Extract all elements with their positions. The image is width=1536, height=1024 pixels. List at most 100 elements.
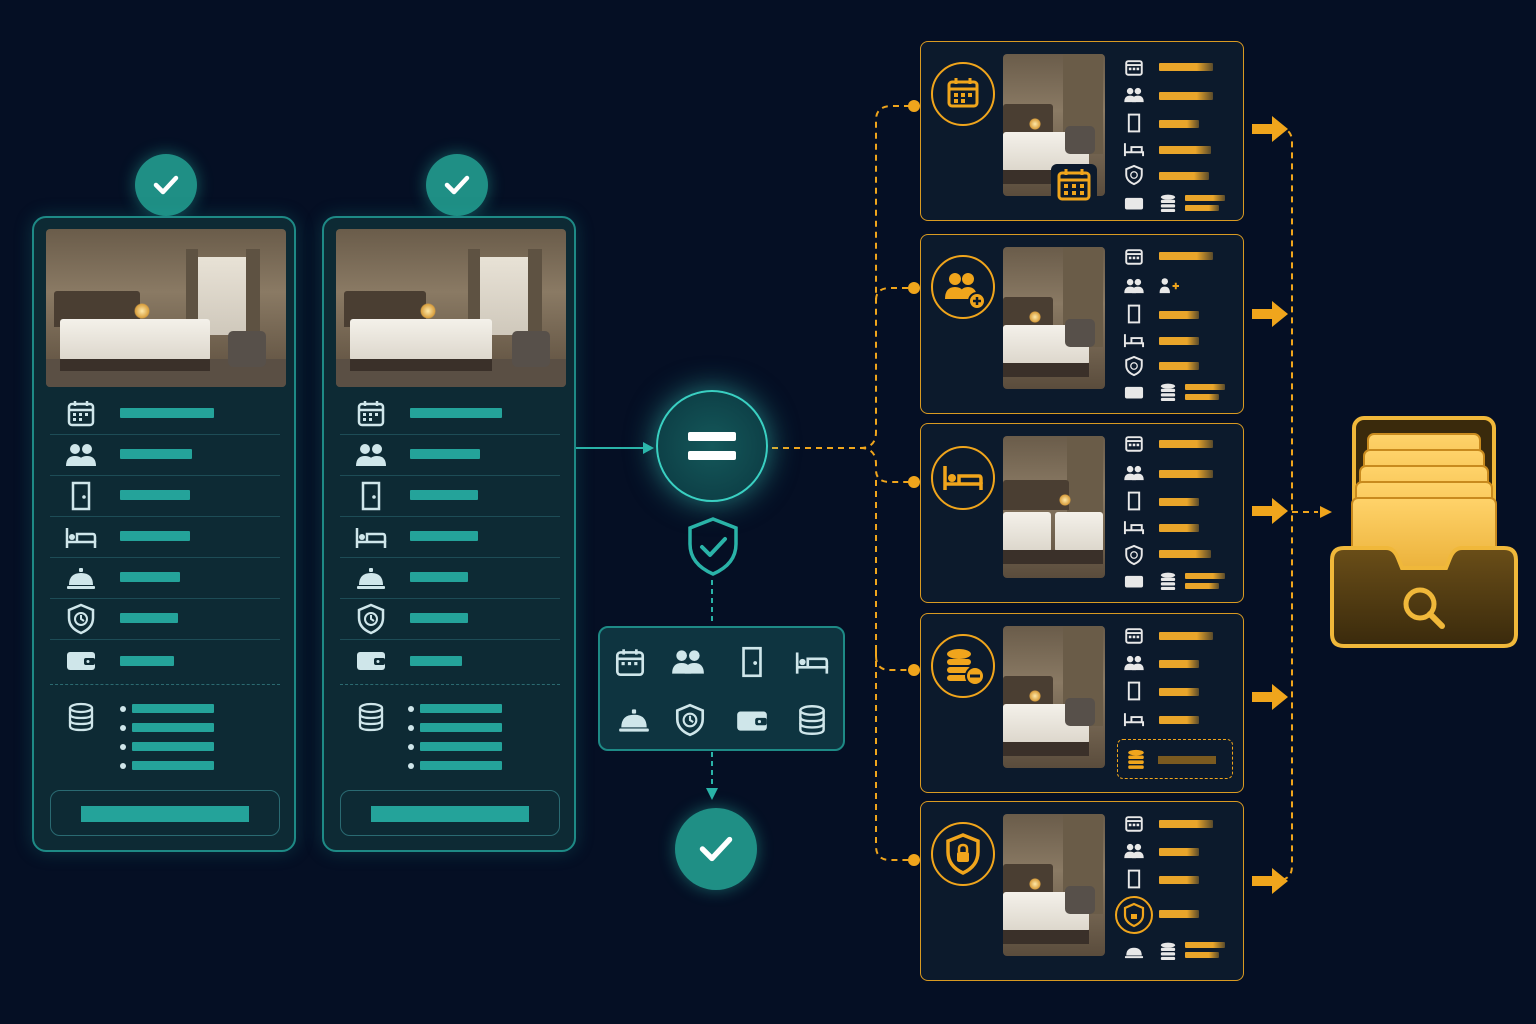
variant-badge — [931, 446, 995, 510]
calendar-icon — [67, 401, 95, 427]
calendar-icon — [1125, 436, 1143, 452]
arrow-right-icon — [1252, 116, 1288, 142]
check-icon — [699, 836, 733, 862]
shield-check-icon — [688, 517, 738, 576]
variant-badge — [931, 634, 995, 698]
equals-icon — [688, 432, 736, 460]
guests-placeholder — [120, 449, 192, 459]
archive-search-icon[interactable] — [1328, 412, 1520, 650]
meal-plan-placeholder — [120, 572, 180, 582]
shield-lock-icon — [1123, 902, 1145, 928]
wallet-icon — [1124, 197, 1144, 210]
shield-clock-icon — [1125, 355, 1143, 377]
bed-icon — [1123, 143, 1145, 157]
guests-placeholder — [410, 449, 480, 459]
bed-icon — [65, 528, 97, 548]
calendar-icon — [1057, 169, 1091, 201]
guests-icon — [1124, 87, 1144, 103]
shield-clock-icon — [357, 603, 385, 635]
coins-stack-icon — [1160, 383, 1176, 402]
calendar-icon — [947, 78, 979, 108]
door-icon — [361, 481, 381, 511]
cancellation-policy-placeholder — [120, 613, 178, 623]
bed-icon — [943, 466, 983, 490]
room-photo — [46, 229, 286, 387]
calendar-icon — [1125, 816, 1143, 832]
door-icon — [1127, 869, 1141, 889]
variant-card-policy[interactable] — [920, 801, 1244, 981]
coins-stack-icon — [1160, 572, 1176, 591]
rate-line — [420, 742, 502, 751]
wallet-icon — [737, 711, 767, 731]
changed-field-highlight — [1051, 164, 1097, 206]
matched-attributes-panel — [598, 626, 845, 751]
coins-stack-icon — [1160, 942, 1176, 961]
guests-icon — [66, 444, 96, 466]
match-confirmed-badge — [675, 808, 757, 890]
arrow-right-icon — [1252, 301, 1288, 327]
check-icon — [153, 175, 179, 195]
variant-card-rate[interactable] — [920, 613, 1244, 793]
wallet-icon — [357, 652, 385, 670]
room-photo — [1003, 247, 1105, 389]
room-type-placeholder — [120, 490, 190, 500]
select-offer-button[interactable] — [340, 790, 560, 836]
rate-line — [420, 723, 502, 732]
door-icon — [1127, 681, 1141, 701]
rate-line — [420, 704, 502, 713]
payment-placeholder — [410, 656, 462, 666]
shield-clock-icon — [1125, 164, 1143, 186]
arrow-right-icon — [1252, 684, 1288, 710]
variant-badge — [931, 255, 995, 319]
room-photo — [1003, 436, 1105, 578]
select-offer-button[interactable] — [50, 790, 280, 836]
calendar-icon — [1125, 249, 1143, 265]
calendar-icon — [1125, 60, 1143, 76]
room-offer-card-1[interactable] — [32, 216, 296, 852]
variant-card-dates[interactable] — [920, 41, 1244, 221]
coins-minus-icon — [947, 649, 985, 686]
door-icon — [71, 481, 91, 511]
variant-badge — [931, 822, 995, 886]
guests-icon — [672, 650, 704, 674]
guests-icon — [1124, 465, 1144, 481]
calendar-icon — [357, 401, 385, 427]
guests-icon — [1124, 278, 1144, 294]
calendar-icon — [1125, 628, 1143, 644]
rate-line — [420, 761, 502, 770]
coins-stack-icon — [68, 702, 94, 732]
shield-clock-icon — [1125, 544, 1143, 566]
variant-card-bed-type[interactable] — [920, 423, 1244, 603]
guests-icon — [1124, 843, 1144, 859]
variant-badge — [931, 62, 995, 126]
date-range-placeholder — [120, 408, 214, 418]
rate-line — [132, 723, 214, 732]
guests-plus-icon — [945, 273, 986, 310]
arrow-right-icon — [1252, 868, 1288, 894]
bed-icon — [355, 528, 387, 548]
calendar-icon — [615, 649, 645, 677]
room-offer-card-2[interactable] — [322, 216, 576, 852]
wallet-icon — [1124, 575, 1144, 588]
arrow-right-icon — [1252, 498, 1288, 524]
wallet-icon — [67, 652, 95, 670]
compare-equals-node[interactable] — [656, 390, 768, 502]
shield-clock-icon — [67, 603, 95, 635]
door-icon — [742, 646, 762, 678]
rate-line — [132, 761, 214, 770]
approved-check-badge-1 — [135, 154, 197, 216]
room-photo — [1003, 626, 1105, 768]
changed-rate-highlight — [1117, 739, 1233, 779]
rate-line — [132, 742, 214, 751]
rate-line — [132, 704, 214, 713]
service-bell-icon — [1124, 947, 1144, 959]
door-icon — [1127, 491, 1141, 511]
variant-card-guests[interactable] — [920, 234, 1244, 414]
door-icon — [1127, 304, 1141, 324]
changed-policy-highlight — [1115, 896, 1153, 934]
bed-icon — [1123, 521, 1145, 535]
meal-plan-placeholder — [410, 572, 468, 582]
room-photo — [336, 229, 566, 387]
cancellation-policy-placeholder — [410, 613, 468, 623]
coins-stack-icon — [358, 702, 384, 732]
